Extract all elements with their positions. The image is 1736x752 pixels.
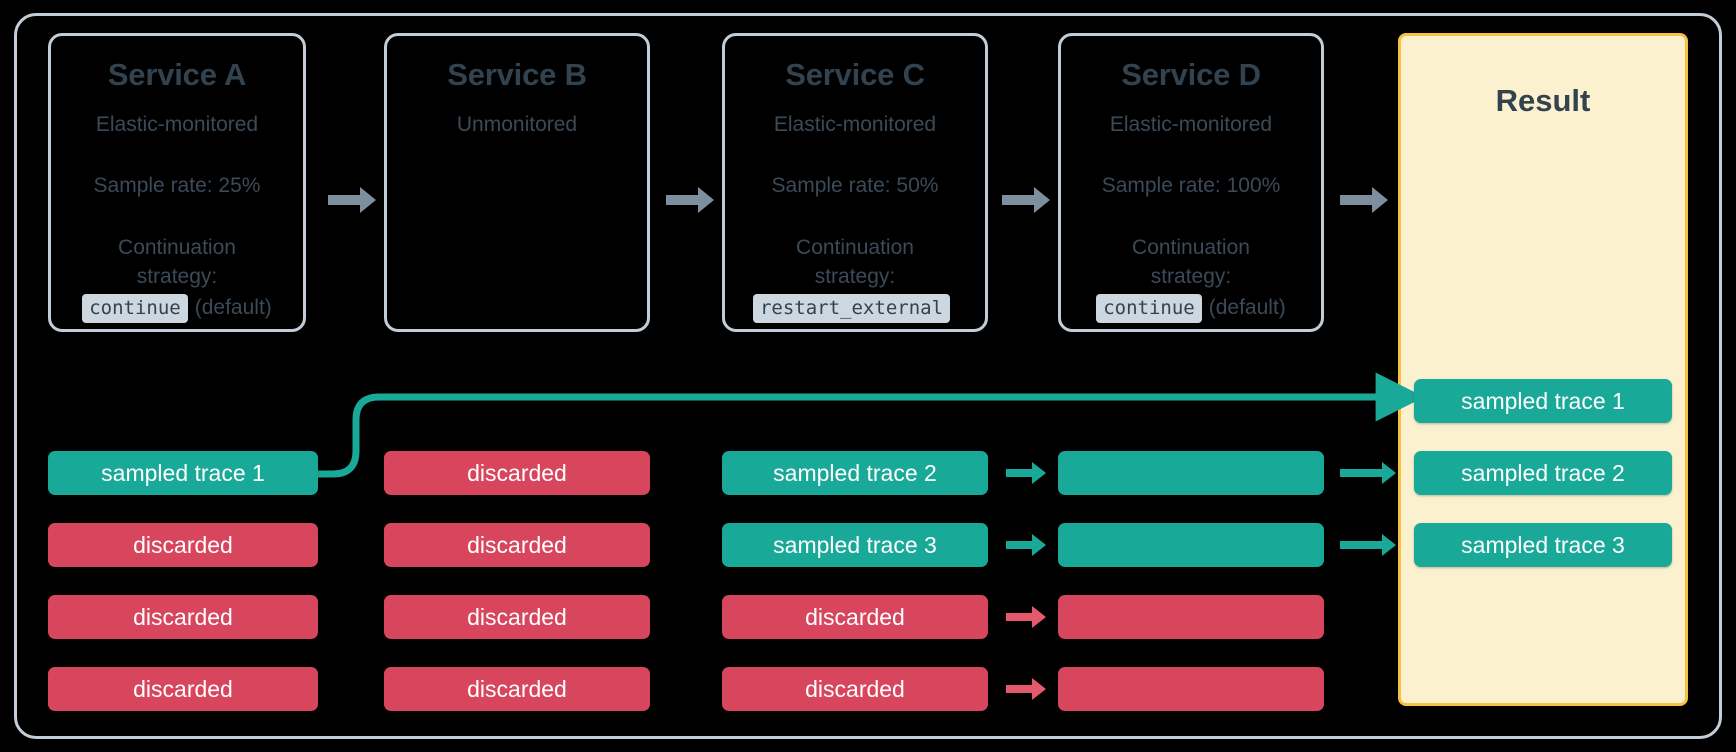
trace-c-1: sampled trace 2 — [722, 451, 988, 495]
service-c-strategy-row: restart_external — [752, 293, 957, 323]
service-d-title: Service D — [1121, 57, 1261, 92]
arrow-c4-to-d4 — [1006, 678, 1046, 700]
trace-a-3: discarded — [48, 595, 318, 639]
service-d-sample-rate: Sample rate: 100% — [1101, 174, 1281, 198]
trace-a-4: discarded — [48, 667, 318, 711]
trace-a-1: sampled trace 1 — [48, 451, 318, 495]
flow-arrow-d-to-result — [1340, 187, 1388, 213]
trace-a-2: discarded — [48, 523, 318, 567]
arrow-d2-to-result3 — [1340, 534, 1396, 556]
service-d-strategy-row: continue (default) — [1096, 293, 1286, 323]
flow-arrow-b-to-c — [666, 187, 714, 213]
service-a-strategy-note: (default) — [194, 296, 272, 320]
trace-b-1: discarded — [384, 451, 650, 495]
service-b-title: Service B — [447, 57, 587, 92]
service-d-strategy-value: continue — [1096, 293, 1202, 323]
service-box-d: Service D Elastic-monitored Sample rate:… — [1058, 33, 1324, 332]
trace-b-4: discarded — [384, 667, 650, 711]
trace-d-2 — [1058, 523, 1324, 567]
trace-d-1 — [1058, 451, 1324, 495]
arrow-c2-to-d2 — [1006, 534, 1046, 556]
trace-c-3: discarded — [722, 595, 988, 639]
service-c-strategy-value: restart_external — [752, 293, 951, 323]
trace-b-3: discarded — [384, 595, 650, 639]
arrow-d1-to-result2 — [1340, 462, 1396, 484]
service-b-monitoring: Unmonitored — [456, 113, 578, 137]
arrow-c3-to-d3 — [1006, 606, 1046, 628]
service-c-title: Service C — [785, 57, 925, 92]
trace-c-4: discarded — [722, 667, 988, 711]
service-c-strategy-label: Continuation strategy: — [796, 236, 914, 288]
service-a-sample-rate: Sample rate: 25% — [93, 174, 261, 198]
trace-d-3 — [1058, 595, 1324, 639]
service-c-sample-rate: Sample rate: 50% — [771, 174, 939, 198]
arrow-c1-to-d1 — [1006, 462, 1046, 484]
service-d-strategy-label: Continuation strategy: — [1132, 236, 1250, 288]
service-a-strategy-value: continue — [82, 293, 188, 323]
service-c-monitoring: Elastic-monitored — [773, 113, 937, 137]
service-d-monitoring: Elastic-monitored — [1109, 113, 1273, 137]
service-box-c: Service C Elastic-monitored Sample rate:… — [722, 33, 988, 332]
result-trace-3: sampled trace 3 — [1414, 523, 1672, 567]
service-box-a: Service A Elastic-monitored Sample rate:… — [48, 33, 306, 332]
result-panel: Result — [1398, 33, 1688, 706]
service-a-monitoring: Elastic-monitored — [95, 113, 259, 137]
result-title: Result — [1495, 83, 1591, 118]
trace-b-2: discarded — [384, 523, 650, 567]
flow-arrow-a-to-b — [328, 187, 376, 213]
flow-arrow-c-to-d — [1002, 187, 1050, 213]
service-box-b: Service B Unmonitored — [384, 33, 650, 332]
service-a-strategy-label: Continuation strategy: — [118, 236, 236, 288]
result-trace-1: sampled trace 1 — [1414, 379, 1672, 423]
trace-d-4 — [1058, 667, 1324, 711]
trace-c-2: sampled trace 3 — [722, 523, 988, 567]
result-trace-2: sampled trace 2 — [1414, 451, 1672, 495]
service-a-title: Service A — [107, 57, 247, 92]
service-d-strategy-note: (default) — [1208, 296, 1286, 320]
service-a-strategy-row: continue (default) — [82, 293, 272, 323]
